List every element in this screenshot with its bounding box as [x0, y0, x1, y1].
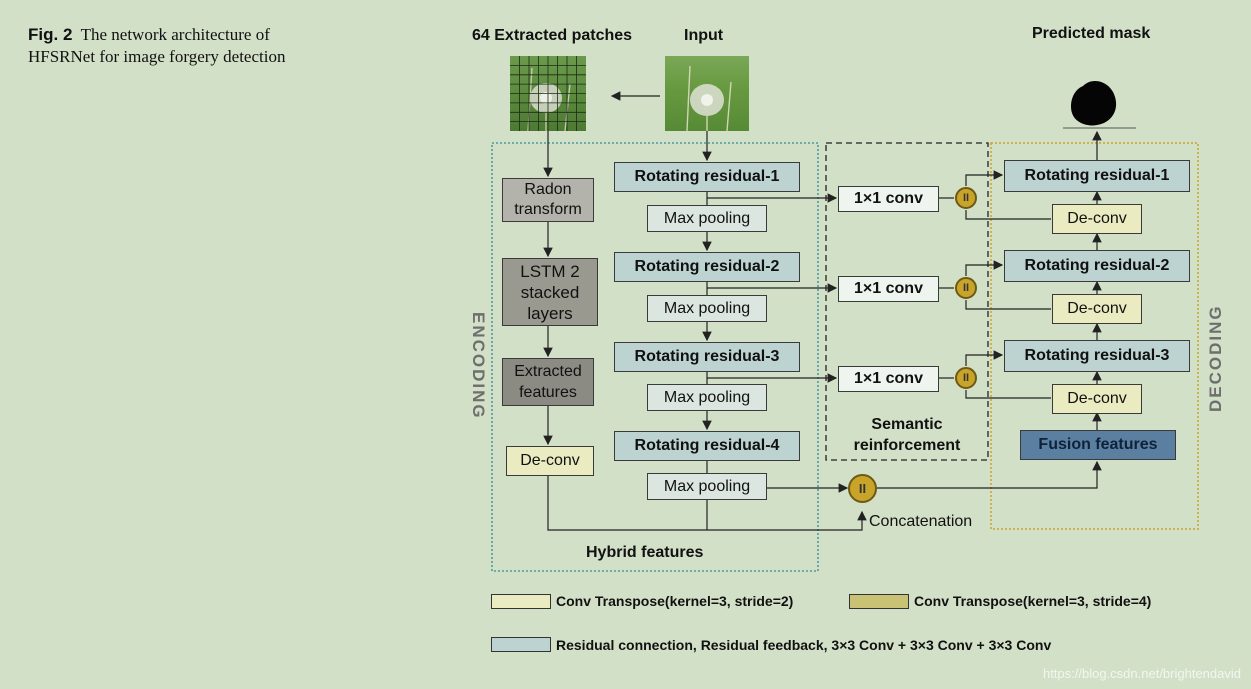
conv-1x1-2: 1×1 conv: [838, 276, 939, 302]
figure-label: Fig. 2: [28, 25, 73, 44]
decoder-deconv-1: De-conv: [1052, 204, 1142, 234]
extracted-patches-image: [510, 56, 586, 131]
max-pooling-4: Max pooling: [647, 473, 767, 500]
encoder-deconv-box: De-conv: [506, 446, 594, 476]
encoder-rotating-residual-3: Rotating residual-3: [614, 342, 800, 372]
concatenation-label: Concatenation: [869, 513, 973, 530]
lstm-box: LSTM 2 stacked layers: [502, 258, 598, 326]
concat-circle-main: II: [848, 474, 877, 503]
encoder-rotating-residual-1: Rotating residual-1: [614, 162, 800, 192]
watermark: https://blog.csdn.net/brightendavid: [1042, 666, 1241, 681]
conv-1x1-3: 1×1 conv: [838, 366, 939, 392]
hybrid-features-label: Hybrid features: [586, 544, 704, 561]
extracted-features-box: Extracted features: [502, 358, 594, 406]
fusion-features-box: Fusion features: [1020, 430, 1176, 460]
legend-swatch-residual: [491, 637, 551, 652]
header-predicted-mask: Predicted mask: [1032, 25, 1151, 42]
encoder-rotating-residual-4: Rotating residual-4: [614, 431, 800, 461]
decoder-rotating-residual-1: Rotating residual-1: [1004, 160, 1190, 192]
header-input: Input: [684, 27, 724, 44]
semantic-region: [825, 142, 989, 461]
decoder-rotating-residual-3: Rotating residual-3: [1004, 340, 1190, 372]
decoding-label: DECODING: [1206, 304, 1225, 412]
input-image: [665, 56, 749, 131]
legend-conv-t4: Conv Transpose(kernel=3, stride=4): [914, 593, 1152, 609]
concat-circle-1: II: [955, 187, 977, 209]
header-extracted-patches: 64 Extracted patches: [472, 27, 633, 44]
figure-caption: Fig. 2 The network architecture of HFSRN…: [28, 24, 298, 68]
decoder-rotating-residual-2: Rotating residual-2: [1004, 250, 1190, 282]
conv-1x1-1: 1×1 conv: [838, 186, 939, 212]
concat-circle-2: II: [955, 277, 977, 299]
predicted-mask-shape: [1071, 81, 1117, 126]
legend-conv-t2: Conv Transpose(kernel=3, stride=2): [556, 593, 794, 609]
encoding-region: [491, 142, 819, 572]
legend-swatch-conv-t2: [491, 594, 551, 609]
max-pooling-1: Max pooling: [647, 205, 767, 232]
max-pooling-2: Max pooling: [647, 295, 767, 322]
figure-caption-text: The network architecture of HFSRNet for …: [28, 25, 286, 66]
encoding-label: ENCODING: [469, 312, 488, 420]
decoding-region: [990, 142, 1199, 530]
decoder-deconv-3: De-conv: [1052, 384, 1142, 414]
decoder-deconv-2: De-conv: [1052, 294, 1142, 324]
legend-swatch-conv-t4: [849, 594, 909, 609]
encoder-rotating-residual-2: Rotating residual-2: [614, 252, 800, 282]
radon-transform-box: Radon transform: [502, 178, 594, 222]
semantic-reinforcement-label: Semantic reinforcement: [853, 416, 961, 454]
legend-residual: Residual connection, Residual feedback, …: [556, 637, 1052, 653]
max-pooling-3: Max pooling: [647, 384, 767, 411]
concat-circle-3: II: [955, 367, 977, 389]
